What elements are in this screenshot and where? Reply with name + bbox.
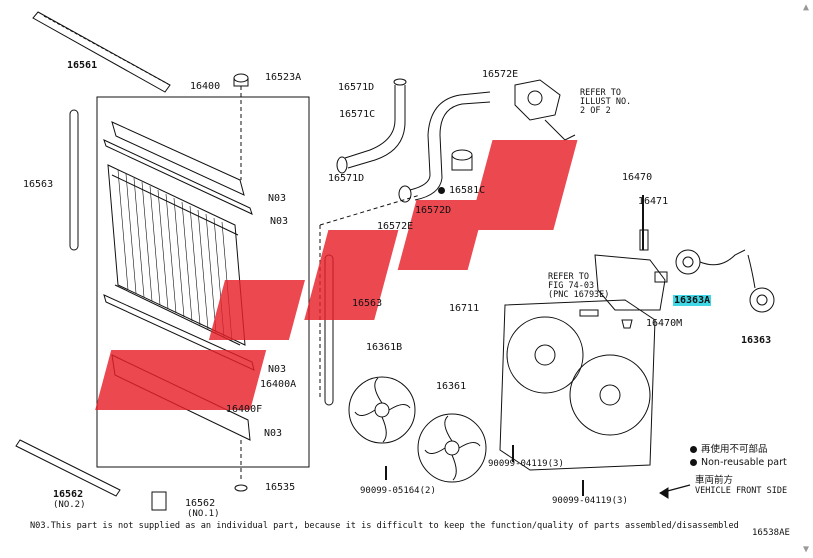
cap-16523a-drawing bbox=[233, 73, 249, 180]
non-reusable-dot bbox=[438, 186, 445, 194]
legend-dot bbox=[690, 459, 697, 466]
label-90099-04119b[interactable]: 90099-04119(3) bbox=[552, 496, 628, 506]
label-16535[interactable]: 16535 bbox=[265, 482, 296, 493]
label-n03-3: N03 bbox=[268, 364, 287, 375]
seal-16563-left-drawing bbox=[69, 109, 79, 251]
watermark-logo bbox=[95, 140, 578, 410]
label-16562-no1[interactable]: 16562 bbox=[185, 498, 216, 509]
label-n03-1: N03 bbox=[268, 193, 287, 204]
label-16571d-top[interactable]: 16571D bbox=[338, 82, 375, 93]
ref-illust-note[interactable]: REFER TO ILLUST NO. 2 OF 2 bbox=[580, 88, 632, 116]
label-16571d-mid[interactable]: 16571D bbox=[328, 173, 365, 184]
scroll-up-icon[interactable]: ▲ bbox=[802, 2, 809, 13]
label-16581c-text: 16581C bbox=[449, 185, 486, 196]
legend-reuse-cn: 再使用不可部品 bbox=[690, 444, 768, 455]
label-n03-4: N03 bbox=[264, 428, 283, 439]
label-16581c[interactable]: 16581C bbox=[438, 185, 485, 196]
ref-fig-note[interactable]: REFER TO FIG 74-03 (PNC 16793E) bbox=[548, 272, 610, 300]
label-16400f[interactable]: 16400F bbox=[226, 404, 263, 415]
reservoir-16470-drawing bbox=[594, 195, 668, 311]
label-90099-05164[interactable]: 90099-05164(2) bbox=[360, 486, 436, 496]
legend-reuse-en: Non-reusable part bbox=[690, 457, 787, 468]
seal-16562-drawing bbox=[15, 439, 121, 497]
housing-drawing bbox=[514, 79, 576, 141]
hose-16571c-drawing bbox=[336, 78, 407, 174]
label-16572e-top[interactable]: 16572E bbox=[482, 69, 519, 80]
label-16363a[interactable]: 16363A bbox=[673, 295, 712, 306]
label-16562[interactable]: 16562 bbox=[53, 489, 84, 500]
scroll-down-icon[interactable]: ▼ bbox=[802, 544, 809, 555]
hose-16572d-drawing bbox=[398, 91, 491, 203]
radiator-core-drawing bbox=[103, 121, 255, 441]
label-16470m[interactable]: 16470M bbox=[646, 318, 683, 329]
radiator-group-frame bbox=[96, 96, 310, 468]
label-16361[interactable]: 16361 bbox=[436, 381, 467, 392]
motor-16363a-drawing bbox=[675, 249, 746, 275]
fan-16361b-drawing bbox=[348, 376, 416, 444]
label-16563-mid[interactable]: 16563 bbox=[352, 298, 383, 309]
label-16400[interactable]: 16400 bbox=[190, 81, 221, 92]
footnote: N03.This part is not supplied as an indi… bbox=[30, 521, 739, 531]
label-16363[interactable]: 16363 bbox=[741, 335, 772, 346]
label-16561[interactable]: 16561 bbox=[67, 60, 98, 71]
label-16400a[interactable]: 16400A bbox=[260, 379, 297, 390]
label-16563-left[interactable]: 16563 bbox=[23, 179, 54, 190]
label-16711[interactable]: 16711 bbox=[449, 303, 480, 314]
label-16572e-mid[interactable]: 16572E bbox=[377, 221, 414, 232]
legend-front-cn: 車両前方 bbox=[695, 475, 734, 486]
motor-16363-drawing bbox=[747, 254, 775, 313]
figure-code: 16538AE bbox=[752, 528, 790, 538]
label-no2: (NO.2) bbox=[53, 500, 86, 510]
label-n03-2: N03 bbox=[270, 216, 289, 227]
label-16572d[interactable]: 16572D bbox=[415, 205, 452, 216]
label-16361b[interactable]: 16361B bbox=[366, 342, 403, 353]
label-90099-04119a[interactable]: 90099-04119(3) bbox=[488, 459, 564, 469]
label-16471[interactable]: 16471 bbox=[638, 196, 669, 207]
legend-front-en: VEHICLE FRONT SIDE bbox=[695, 486, 788, 496]
legend-reuse-cn-text: 再使用不可部品 bbox=[701, 444, 768, 455]
legend-reuse-en-text: Non-reusable part bbox=[701, 457, 787, 468]
seal-16561-drawing bbox=[32, 11, 171, 93]
fan-16361-drawing bbox=[417, 413, 487, 483]
legend-dot bbox=[690, 446, 697, 453]
label-16523a[interactable]: 16523A bbox=[265, 72, 302, 83]
label-no1: (NO.1) bbox=[187, 509, 220, 519]
shroud-16711-drawing bbox=[499, 299, 656, 471]
label-16571c[interactable]: 16571C bbox=[339, 109, 376, 120]
label-16470[interactable]: 16470 bbox=[622, 172, 653, 183]
